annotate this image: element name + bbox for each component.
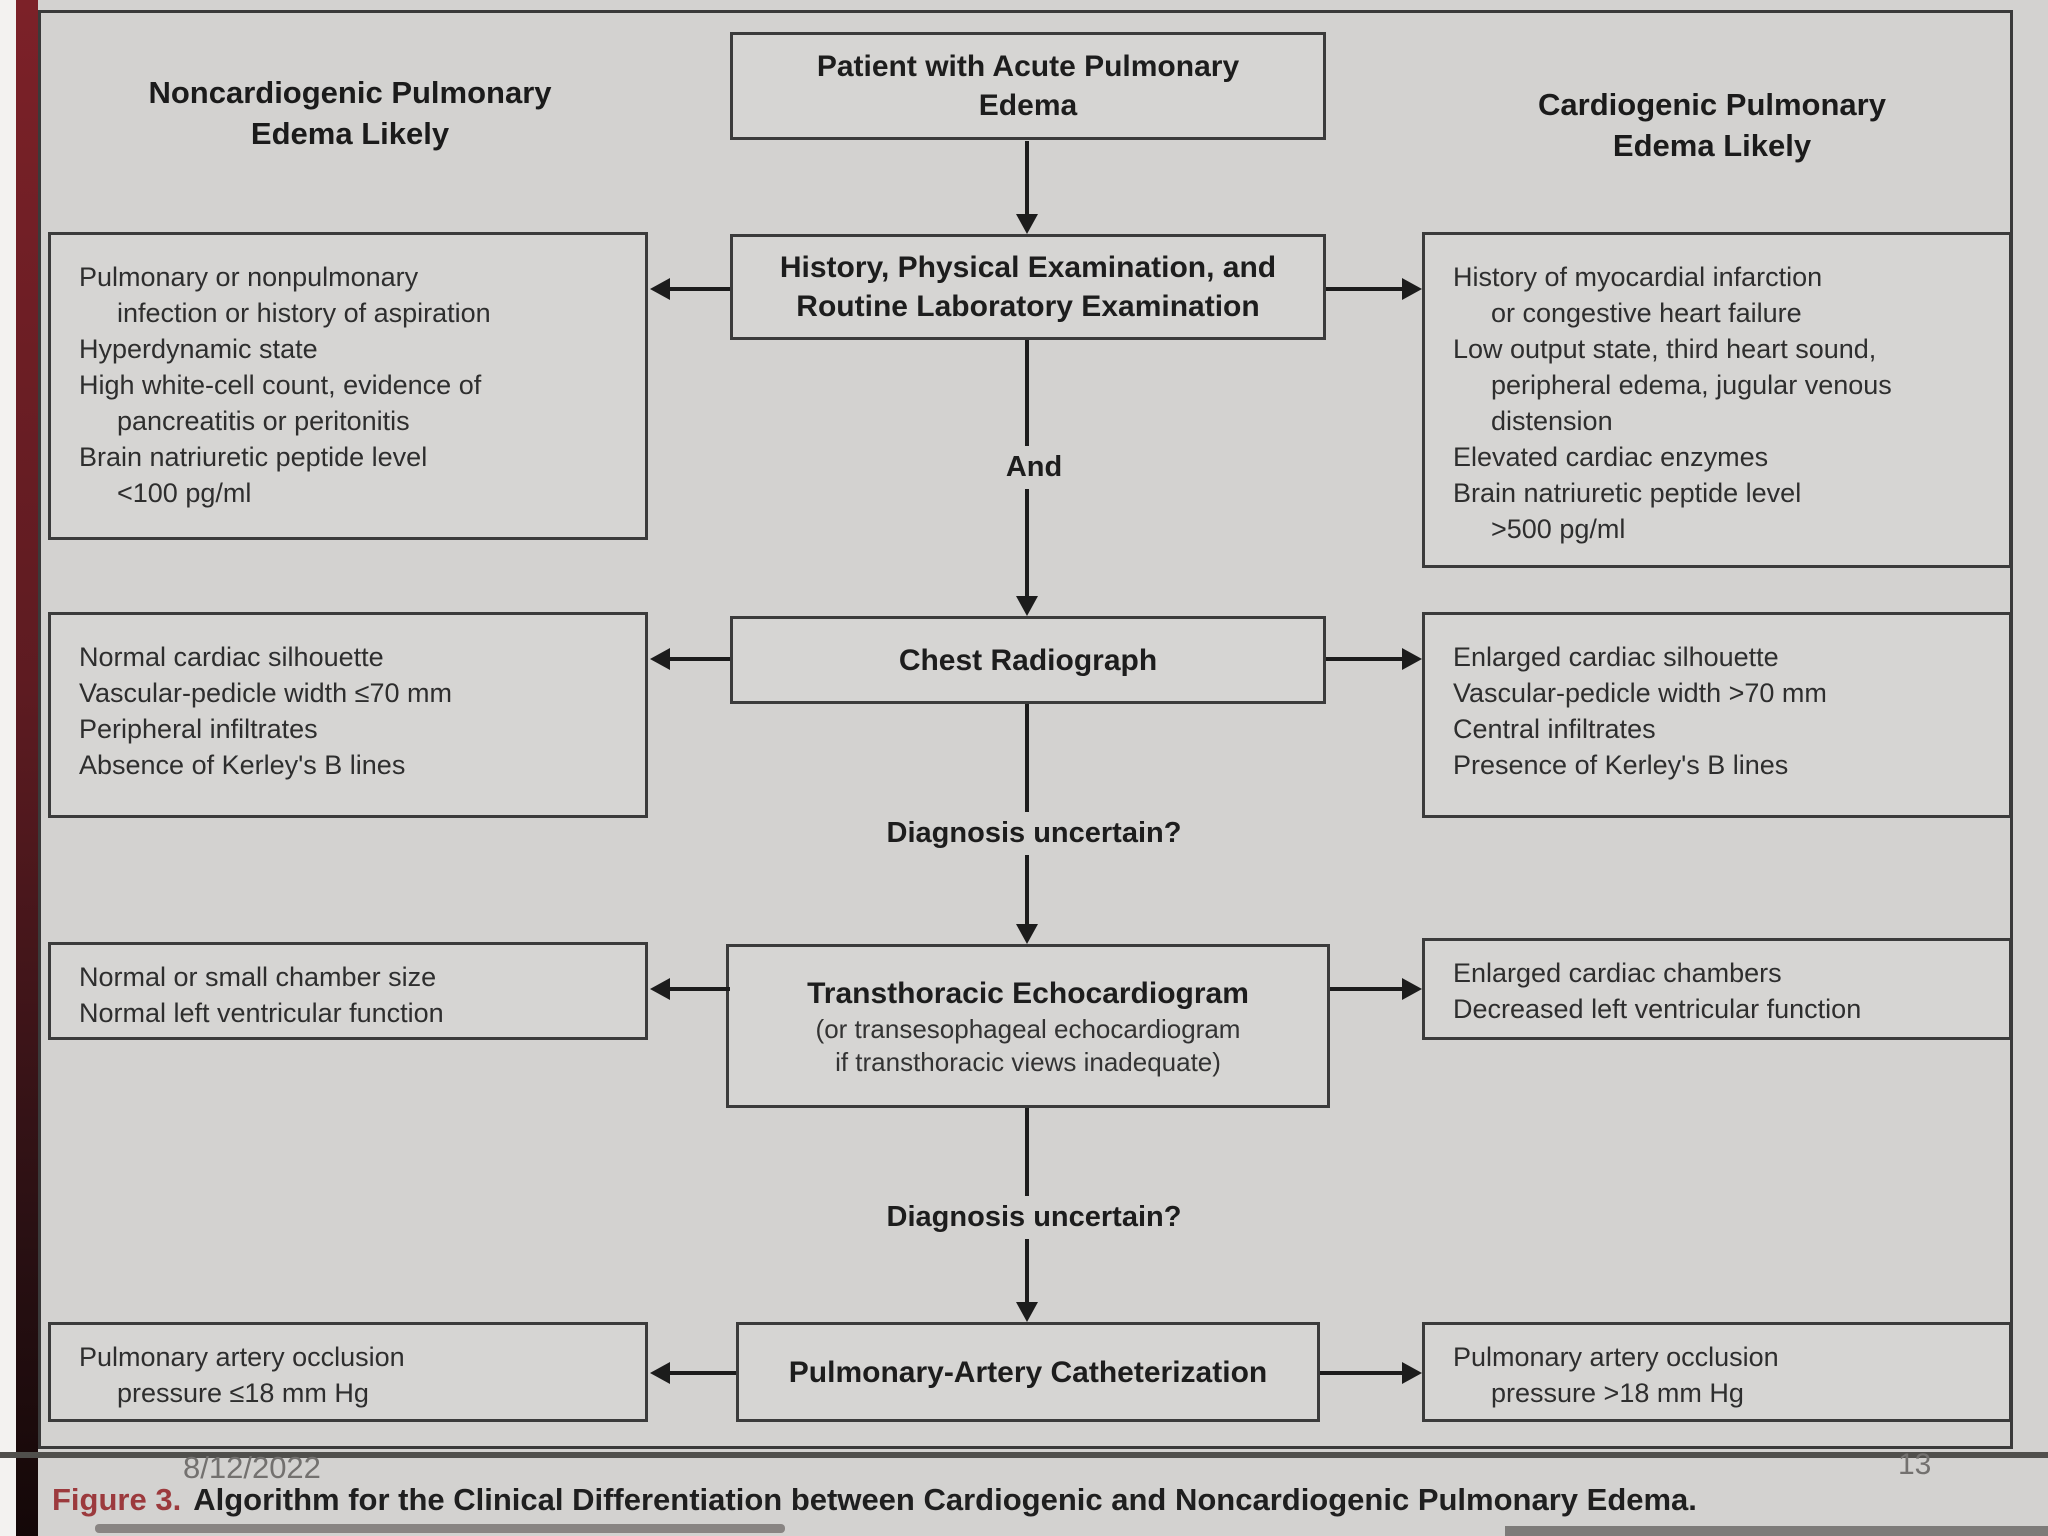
finding-line: Brain natriuretic peptide level [79, 442, 428, 472]
cardiogenic-history-findings-box: History of myocardial infarction or cong… [1422, 232, 2012, 568]
right-arrowhead-icon [1402, 1362, 1422, 1384]
noncardiogenic-radiograph-findings-box: Normal cardiac silhouette Vascular-pedic… [48, 612, 648, 818]
finding-line: History of myocardial infarction [1453, 262, 1823, 292]
finding-line: Vascular-pedicle width ≤70 mm [79, 678, 452, 708]
header-line: Noncardiogenic Pulmonary [148, 75, 552, 110]
right-arrow-line [1326, 657, 1404, 661]
finding-line: infection or history of aspiration [117, 298, 491, 328]
finding-line: High white-cell count, evidence of [79, 370, 482, 400]
left-arrowhead-icon [650, 648, 670, 670]
right-arrowhead-icon [1402, 978, 1422, 1000]
start-box-line: Edema [978, 89, 1078, 122]
header-line: Edema Likely [250, 116, 450, 151]
down-arrowhead-icon [1016, 596, 1038, 616]
catheterization-box: Pulmonary-Artery Catheterization [736, 1322, 1320, 1422]
cardiogenic-radiograph-findings-box: Enlarged cardiac silhouette Vascular-ped… [1422, 612, 2012, 818]
left-arrow-line [670, 987, 730, 991]
history-exam-line: Routine Laboratory Examination [796, 290, 1260, 323]
left-margin [0, 0, 16, 1536]
finding-line: Brain natriuretic peptide level [1453, 478, 1802, 508]
column-header-cardiogenic: Cardiogenic Pulmonary Edema Likely [1447, 84, 1977, 166]
finding-line: Enlarged cardiac silhouette [1453, 642, 1779, 672]
finding-line: Peripheral infiltrates [79, 714, 318, 744]
finding-line: pancreatitis or peritonitis [117, 406, 410, 436]
chest-radiograph-box: Chest Radiograph [730, 616, 1326, 704]
cardiogenic-catheter-findings-box: Pulmonary artery occlusion pressure >18 … [1422, 1322, 2012, 1422]
echocardiogram-subtitle-line: (or transesophageal echocardiogram [815, 1013, 1241, 1044]
finding-line: Normal left ventricular function [79, 998, 444, 1028]
figure-caption-text: Algorithm for the Clinical Differentiati… [193, 1482, 1697, 1517]
finding-line: or congestive heart failure [1491, 298, 1802, 328]
diagnosis-uncertain-label-1: Diagnosis uncertain? [870, 812, 1198, 855]
slide-date: 8/12/2022 [183, 1450, 321, 1485]
down-arrow-line-1 [1025, 141, 1029, 215]
bottom-right-smudge [1505, 1526, 2048, 1536]
column-header-noncardiogenic: Noncardiogenic Pulmonary Edema Likely [95, 72, 605, 154]
finding-line: Pulmonary or nonpulmonary [79, 262, 419, 292]
finding-line: pressure >18 mm Hg [1491, 1378, 1744, 1408]
finding-line: distension [1491, 406, 1613, 436]
left-arrow-line [670, 657, 730, 661]
header-line: Cardiogenic Pulmonary [1538, 87, 1886, 122]
finding-line: Presence of Kerley's B lines [1453, 750, 1789, 780]
right-arrow-line [1330, 987, 1404, 991]
noncardiogenic-echo-findings-box: Normal or small chamber size Normal left… [48, 942, 648, 1040]
right-arrowhead-icon [1402, 278, 1422, 300]
cardiogenic-echo-findings-box: Enlarged cardiac chambers Decreased left… [1422, 938, 2012, 1040]
right-arrow-line [1320, 1371, 1402, 1375]
finding-line: Pulmonary artery occlusion [79, 1342, 405, 1372]
down-arrowhead-icon [1016, 214, 1038, 234]
noncardiogenic-history-findings-box: Pulmonary or nonpulmonary infection or h… [48, 232, 648, 540]
finding-line: Hyperdynamic state [79, 334, 318, 364]
finding-line: Normal or small chamber size [79, 962, 437, 992]
separator-line [0, 1452, 2048, 1458]
finding-line: pressure ≤18 mm Hg [117, 1378, 369, 1408]
finding-line: Enlarged cardiac chambers [1453, 958, 1782, 988]
bottom-left-smudge [95, 1524, 785, 1533]
finding-line: Absence of Kerley's B lines [79, 750, 406, 780]
start-box-line: Patient with Acute Pulmonary [816, 50, 1240, 83]
right-arrow-line [1326, 287, 1404, 291]
down-arrowhead-icon [1016, 924, 1038, 944]
start-box: Patient with Acute Pulmonary Edema [730, 32, 1326, 140]
left-accent-bar [16, 0, 38, 1536]
right-arrowhead-icon [1402, 648, 1422, 670]
left-arrowhead-icon [650, 978, 670, 1000]
figure-caption: Figure 3. Algorithm for the Clinical Diff… [52, 1482, 2032, 1518]
history-exam-line: History, Physical Examination, and [779, 251, 1277, 284]
slide-page-number: 13 [1898, 1448, 1932, 1481]
history-exam-box: History, Physical Examination, and Routi… [730, 234, 1326, 340]
finding-line: Central infiltrates [1453, 714, 1656, 744]
finding-line: Decreased left ventricular function [1453, 994, 1862, 1024]
left-arrowhead-icon [650, 278, 670, 300]
diagnosis-uncertain-label-2: Diagnosis uncertain? [870, 1196, 1198, 1239]
finding-line: Low output state, third heart sound, [1453, 334, 1877, 364]
catheterization-label: Pulmonary-Artery Catheterization [788, 1355, 1268, 1389]
echocardiogram-subtitle-line: if transthoracic views inadequate) [835, 1046, 1221, 1077]
finding-line: Normal cardiac silhouette [79, 642, 384, 672]
figure-caption-number: Figure 3. [52, 1482, 182, 1517]
noncardiogenic-catheter-findings-box: Pulmonary artery occlusion pressure ≤18 … [48, 1322, 648, 1422]
finding-line: >500 pg/ml [1491, 514, 1626, 544]
left-arrowhead-icon [650, 1362, 670, 1384]
echocardiogram-box: Transthoracic Echocardiogram (or transes… [726, 944, 1330, 1108]
finding-line: Elevated cardiac enzymes [1453, 442, 1769, 472]
down-arrowhead-icon [1016, 1302, 1038, 1322]
finding-line: <100 pg/ml [117, 478, 252, 508]
left-arrow-line [670, 287, 730, 291]
header-line: Edema Likely [1612, 128, 1812, 163]
and-label: And [990, 446, 1078, 489]
finding-line: Pulmonary artery occlusion [1453, 1342, 1779, 1372]
echocardiogram-title: Transthoracic Echocardiogram [807, 976, 1249, 1010]
chest-radiograph-label: Chest Radiograph [898, 643, 1158, 677]
finding-line: Vascular-pedicle width >70 mm [1453, 678, 1827, 708]
left-arrow-line [670, 1371, 736, 1375]
finding-line: peripheral edema, jugular venous [1491, 370, 1892, 400]
